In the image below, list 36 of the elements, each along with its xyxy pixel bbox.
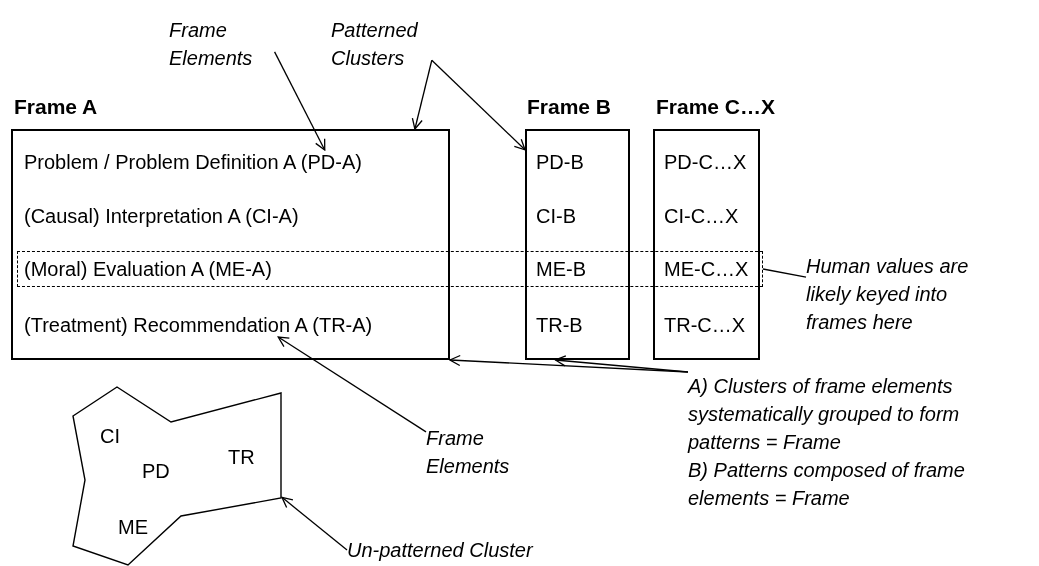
dashed-highlight-box [17, 251, 763, 287]
leader-line [762, 268, 807, 278]
annotation-text: A) Clusters of frame elements systematically grouped to form patterns = Frame [688, 374, 961, 455]
annotation-text: B) Patterns composed of frame elements = Frame [688, 458, 966, 511]
frame-heading: Frame B [527, 95, 612, 119]
arrow [431, 59, 526, 151]
element-abbreviation: TR [228, 445, 255, 469]
frame-element-text: PD-B [536, 150, 584, 174]
frame-element-text: (Causal) Interpretation A (CI-A) [24, 204, 299, 228]
annotation-text: Frame Elements [169, 16, 279, 72]
annotation-text: Patterned Clusters [331, 16, 451, 72]
element-abbreviation: ME [118, 515, 148, 539]
element-abbreviation: PD [142, 459, 170, 483]
element-abbreviation: CI [100, 424, 120, 448]
arrow [277, 336, 427, 433]
frame-element-text: ME-B [536, 257, 586, 281]
frame-heading: Frame A [14, 95, 98, 119]
arrow [273, 51, 326, 151]
arrow [281, 496, 348, 551]
frame-element-text: Problem / Problem Definition A (PD-A) [24, 150, 362, 174]
frame-element-text: (Moral) Evaluation A (ME-A) [24, 257, 272, 281]
frame-element-text: (Treatment) Recommendation A (TR-A) [24, 313, 373, 337]
frame-element-text: CI-C…X [664, 204, 739, 228]
arrow [554, 355, 689, 373]
annotation-text: Human values are likely keyed into frames here [806, 252, 971, 336]
frame-element-text: TR-B [536, 313, 583, 337]
cluster-polygon [73, 387, 282, 565]
frame-element-text: PD-C…X [664, 150, 747, 174]
arrow [411, 59, 433, 130]
arrow [449, 354, 689, 373]
annotation-text: Frame Elements [426, 424, 536, 480]
frame-element-text: ME-C…X [664, 257, 749, 281]
frame-element-text: TR-C…X [664, 313, 746, 337]
frame-element-text: CI-B [536, 204, 576, 228]
annotation-text: Un-patterned Cluster [347, 536, 587, 564]
frame-heading: Frame C…X [656, 95, 776, 119]
